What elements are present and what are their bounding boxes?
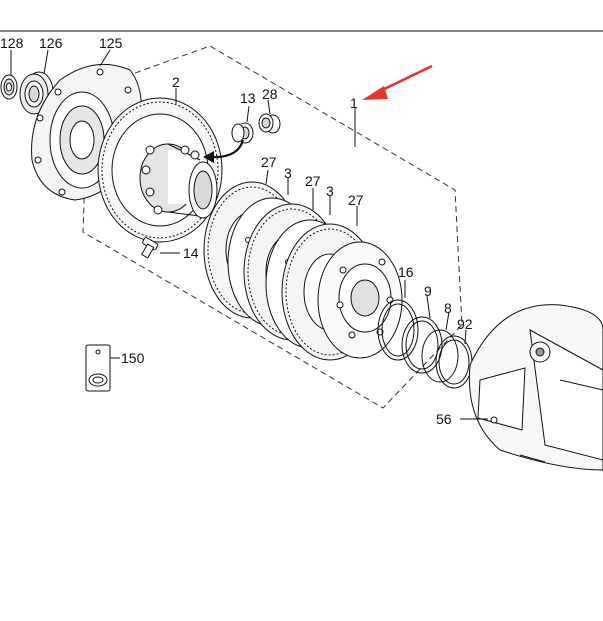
callout-9: 9	[424, 283, 432, 299]
callout-150: 150	[121, 350, 145, 366]
callout-3-b: 3	[326, 183, 334, 199]
kit-bag-150	[86, 345, 110, 391]
callout-3-a: 3	[284, 165, 292, 181]
callout-56: 56	[436, 411, 452, 427]
callout-125: 125	[99, 35, 123, 51]
callout-27-c: 27	[348, 192, 364, 208]
bolt-14	[142, 237, 159, 258]
callout-16: 16	[398, 264, 414, 280]
callout-13: 13	[240, 90, 256, 106]
bushing-13	[232, 123, 253, 143]
assembly-boundary	[82, 45, 463, 409]
bushing-28	[259, 114, 280, 133]
red-pointer-arrow-shaft	[377, 64, 433, 94]
ring-gear-2	[98, 98, 222, 242]
curved-arrow-icon	[211, 139, 245, 159]
callout-126: 126	[39, 35, 63, 51]
callout-14: 14	[183, 245, 199, 261]
callout-8: 8	[444, 300, 452, 316]
callout-28: 28	[262, 86, 278, 102]
seal-ring-16	[378, 300, 418, 360]
curved-arrow-head-icon	[203, 151, 214, 163]
seal-ring-9	[402, 317, 442, 373]
callout-128: 128	[0, 35, 24, 51]
red-pointer-arrow-icon	[362, 86, 388, 100]
seal-ring-128	[1, 75, 17, 99]
leader-lines	[10, 49, 488, 420]
axle-housing	[469, 305, 603, 470]
snap-ring-92	[436, 336, 472, 388]
callout-1: 1	[350, 95, 358, 111]
seal-ring-8	[422, 330, 458, 382]
callout-92: 92	[457, 316, 473, 332]
callout-27-a: 27	[261, 154, 277, 170]
piston-plate	[318, 242, 402, 358]
callout-2: 2	[172, 74, 180, 90]
callout-27-b: 27	[305, 173, 321, 189]
